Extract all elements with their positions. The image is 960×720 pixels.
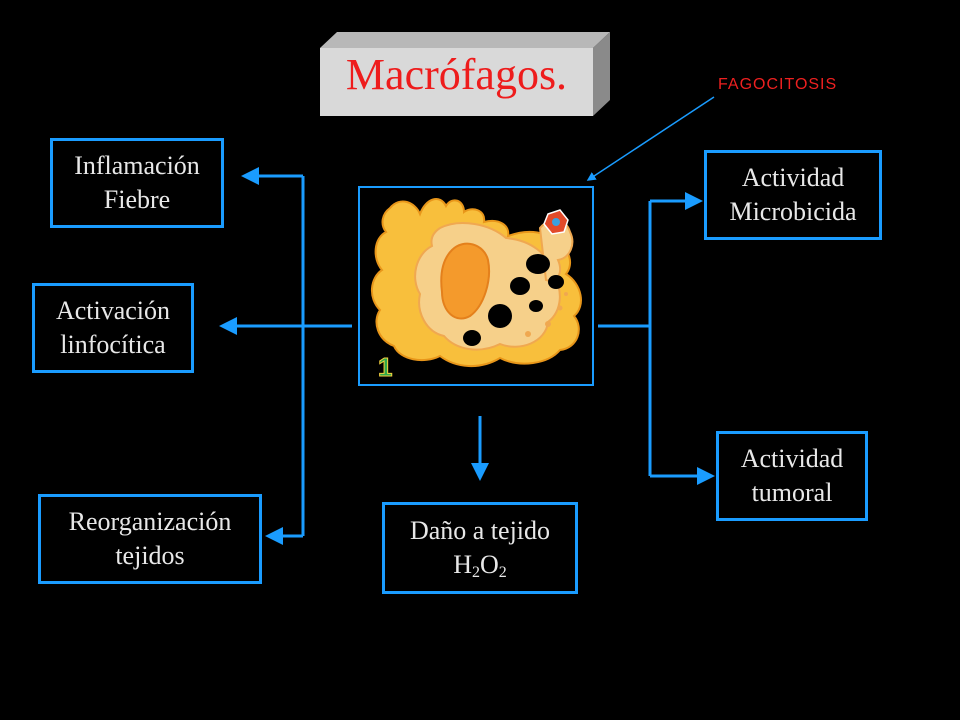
page-title: Macrófagos. bbox=[345, 50, 568, 99]
vacuole-2 bbox=[510, 277, 530, 295]
badge-number: 1 bbox=[378, 352, 392, 382]
title-block-bevel bbox=[320, 32, 610, 116]
vacuole-3 bbox=[548, 275, 564, 289]
macrophage-cell-illustration: 1 bbox=[371, 198, 582, 383]
node-inflamacion-line1: Inflamación bbox=[74, 151, 200, 180]
vacuole-5 bbox=[529, 300, 543, 312]
node-tumoral-line2: tumoral bbox=[751, 478, 833, 507]
node-microbicida: Actividad Microbicida bbox=[704, 150, 882, 240]
macrophage-image: 1 bbox=[358, 186, 594, 386]
vacuole-6 bbox=[463, 330, 481, 346]
node-reorganizacion-line2: tejidos bbox=[115, 541, 185, 570]
title-block: Macrófagos. bbox=[320, 32, 610, 116]
vacuole-4 bbox=[488, 304, 512, 328]
formula-o: O bbox=[480, 550, 499, 579]
node-inflamacion: Inflamación Fiebre bbox=[50, 138, 224, 228]
node-tumoral: Actividad tumoral bbox=[716, 431, 868, 521]
formula-h: H bbox=[453, 550, 472, 579]
formula-sub-2: 2 bbox=[498, 564, 507, 581]
node-dano-tejido: Daño a tejido H2O2 bbox=[382, 502, 578, 594]
node-microbicida-line2: Microbicida bbox=[729, 197, 857, 226]
annotation-pointer bbox=[586, 96, 715, 181]
node-reorganizacion-line1: Reorganización bbox=[68, 507, 232, 536]
node-activacion: Activación linfocítica bbox=[32, 283, 194, 373]
node-microbicida-line1: Actividad bbox=[741, 163, 845, 192]
formula-sub-1: 2 bbox=[472, 564, 480, 581]
node-tumoral-line1: Actividad bbox=[740, 444, 844, 473]
bacterium-icon bbox=[543, 209, 569, 235]
node-reorganizacion: Reorganización tejidos bbox=[38, 494, 262, 584]
node-dano-line1: Daño a tejido bbox=[409, 516, 551, 545]
node-activacion-line1: Activación bbox=[55, 296, 171, 325]
annotation-label: FAGOCITOSIS bbox=[718, 76, 838, 93]
node-activacion-line2: linfocítica bbox=[60, 330, 166, 359]
node-inflamacion-line2: Fiebre bbox=[103, 185, 171, 214]
cell-nucleus bbox=[440, 242, 490, 320]
node-dano-formula: H2O2 bbox=[453, 548, 507, 582]
vacuole-1 bbox=[526, 254, 550, 274]
